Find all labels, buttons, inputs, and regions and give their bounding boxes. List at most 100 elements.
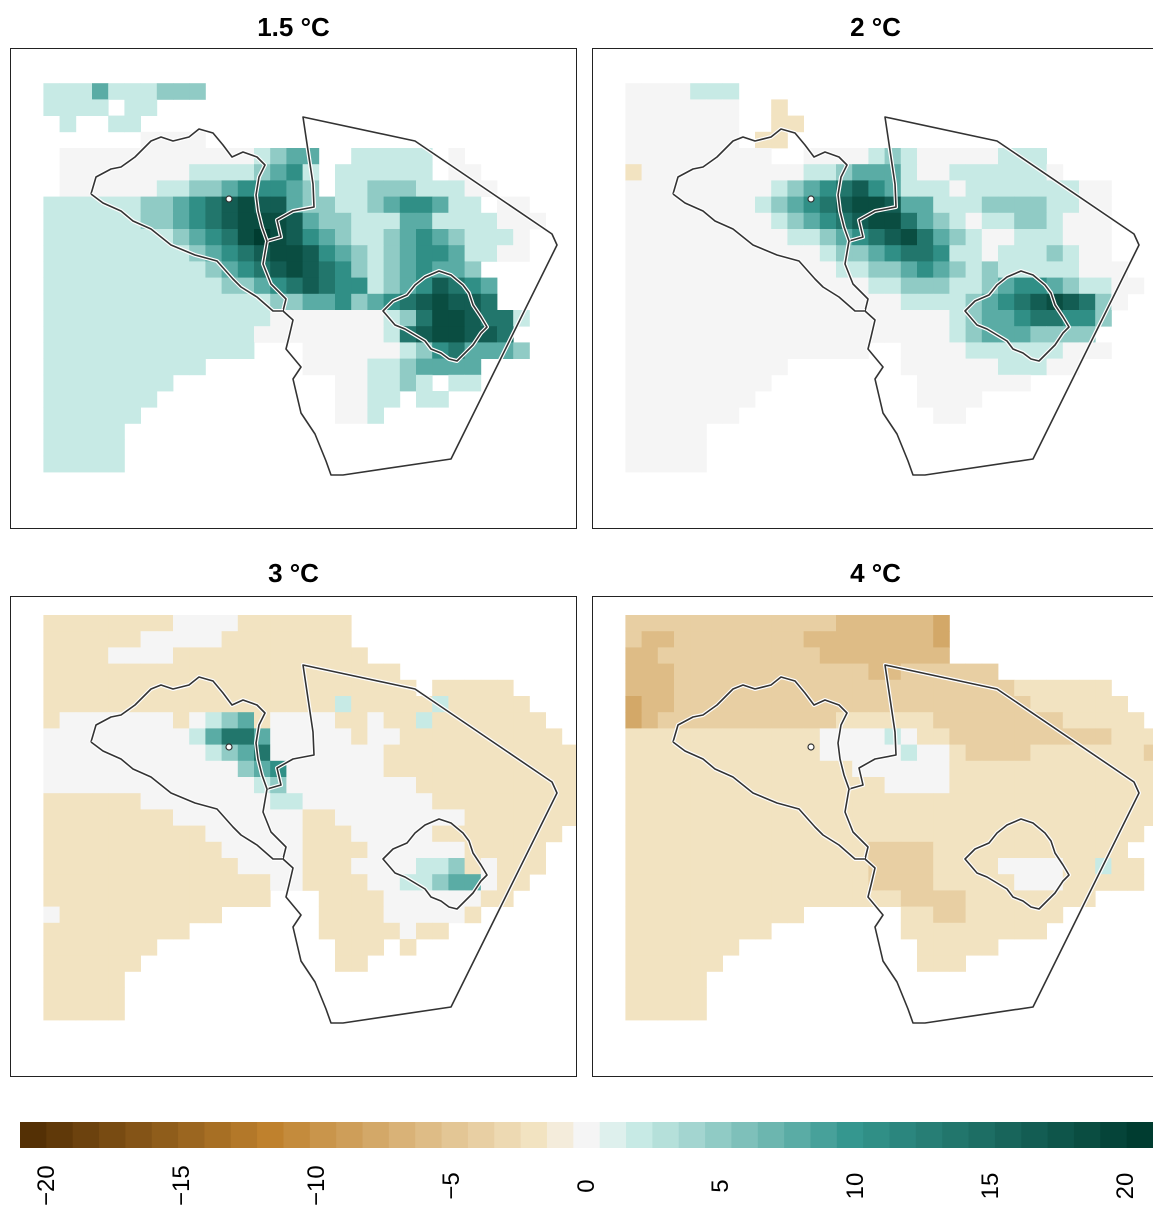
grid-cell bbox=[237, 293, 255, 311]
grid-cell bbox=[722, 809, 740, 826]
grid-cell bbox=[399, 310, 417, 327]
grid-cell bbox=[205, 277, 222, 295]
grid-cell bbox=[933, 696, 950, 713]
grid-cell bbox=[933, 407, 950, 424]
grid-cell bbox=[59, 180, 77, 197]
grid-cell bbox=[335, 407, 352, 424]
colorbar-swatch bbox=[968, 1122, 996, 1148]
grid-cell bbox=[140, 391, 158, 408]
grid-cell bbox=[755, 180, 772, 197]
grid-cell bbox=[545, 744, 563, 762]
grid-cell bbox=[657, 212, 675, 230]
grid-cell bbox=[625, 374, 642, 392]
grid-cell bbox=[140, 261, 158, 278]
grid-cell bbox=[625, 728, 642, 745]
grid-cell bbox=[416, 358, 433, 376]
grid-cell bbox=[917, 647, 934, 664]
grid-cell bbox=[448, 310, 465, 327]
grid-cell bbox=[59, 744, 77, 762]
grid-cell bbox=[738, 793, 756, 810]
grid-cell bbox=[480, 809, 498, 826]
grid-cell bbox=[545, 728, 563, 745]
grid-cell bbox=[900, 261, 918, 278]
grid-cell bbox=[286, 261, 303, 278]
grid-cell bbox=[1127, 858, 1145, 875]
grid-cell bbox=[690, 148, 707, 165]
grid-cell bbox=[884, 858, 902, 875]
grid-cell bbox=[900, 647, 918, 664]
grid-cell bbox=[286, 793, 303, 810]
grid-cell bbox=[1030, 922, 1047, 940]
grid-cell bbox=[722, 615, 740, 632]
grid-cell bbox=[383, 890, 401, 907]
grid-cell bbox=[803, 679, 821, 697]
grid-cell bbox=[189, 615, 206, 632]
grid-cell bbox=[690, 342, 707, 359]
grid-cell bbox=[722, 712, 740, 729]
grid-cell bbox=[108, 115, 125, 133]
grid-cell bbox=[787, 663, 804, 681]
grid-cell bbox=[674, 971, 691, 988]
grid-cell bbox=[59, 1003, 77, 1021]
grid-cell bbox=[949, 164, 966, 181]
grid-cell bbox=[674, 358, 691, 376]
grid-cell bbox=[318, 890, 336, 907]
grid-cell bbox=[173, 647, 190, 664]
grid-cell bbox=[706, 261, 723, 278]
grid-cell bbox=[383, 374, 401, 392]
grid-cell bbox=[124, 615, 141, 632]
grid-cell bbox=[949, 874, 966, 891]
grid-cell bbox=[949, 663, 966, 681]
grid-cell bbox=[981, 164, 999, 181]
grid-cell bbox=[949, 922, 966, 940]
grid-cell bbox=[124, 793, 141, 810]
grid-cell bbox=[237, 760, 255, 778]
coastline-south bbox=[672, 193, 865, 312]
grid-cell bbox=[641, 277, 659, 295]
grid-cell bbox=[771, 825, 788, 843]
grid-cell bbox=[738, 760, 756, 778]
grid-cell bbox=[59, 712, 77, 729]
grid-cell bbox=[335, 631, 352, 648]
grid-cell bbox=[92, 310, 109, 327]
grid-cell bbox=[480, 679, 498, 697]
grid-cell bbox=[819, 277, 837, 295]
grid-cell bbox=[124, 245, 141, 262]
grid-cell bbox=[173, 358, 190, 376]
grid-cell bbox=[416, 712, 433, 729]
grid-cell bbox=[270, 615, 287, 632]
grid-cell bbox=[173, 277, 190, 295]
grid-cell bbox=[75, 874, 93, 891]
grid-cell bbox=[690, 841, 707, 859]
grid-cell bbox=[108, 261, 125, 278]
grid-cell bbox=[399, 760, 417, 778]
grid-cell bbox=[156, 744, 174, 762]
grid-cell bbox=[738, 164, 756, 181]
grid-cell bbox=[318, 906, 336, 924]
grid-cell bbox=[140, 663, 158, 681]
grid-cell bbox=[59, 439, 77, 457]
grid-cell bbox=[852, 196, 869, 214]
grid-cell bbox=[302, 631, 320, 648]
grid-cell bbox=[351, 164, 368, 181]
grid-cell bbox=[140, 277, 158, 295]
grid-cell bbox=[318, 293, 336, 311]
grid-cell bbox=[75, 148, 93, 165]
grid-cell bbox=[1095, 874, 1112, 891]
grid-cell bbox=[755, 825, 772, 843]
grid-cell bbox=[92, 326, 109, 343]
grid-cell bbox=[706, 777, 723, 794]
colorbar-tick: −20 bbox=[33, 1165, 60, 1206]
grid-cell bbox=[755, 164, 772, 181]
grid-cell bbox=[965, 809, 983, 826]
grid-cell bbox=[480, 890, 498, 907]
grid-cell bbox=[108, 841, 125, 859]
grid-cell bbox=[383, 760, 401, 778]
grid-cell bbox=[917, 212, 934, 230]
grid-cell bbox=[771, 696, 788, 713]
grid-cell bbox=[1030, 906, 1047, 924]
grid-cell bbox=[981, 148, 999, 165]
grid-cell bbox=[917, 777, 934, 794]
grid-cell bbox=[771, 760, 788, 778]
grid-cell bbox=[43, 277, 60, 295]
